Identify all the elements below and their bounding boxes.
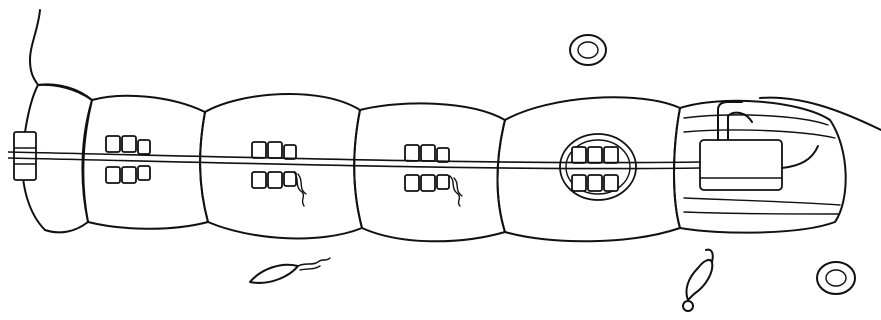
gingiva-line xyxy=(30,10,881,130)
bracket-2 xyxy=(106,136,150,183)
tooth-4 xyxy=(354,103,505,241)
loose-hook xyxy=(683,250,713,311)
loose-ligature-tie xyxy=(250,258,330,283)
bracket-4 xyxy=(405,145,449,191)
loose-elastic-ring-bottom xyxy=(817,262,855,294)
bracket-5 xyxy=(560,134,636,200)
bracket-1 xyxy=(14,132,36,180)
loose-elastic-ring-top xyxy=(570,35,606,65)
tooth-3 xyxy=(200,94,362,238)
